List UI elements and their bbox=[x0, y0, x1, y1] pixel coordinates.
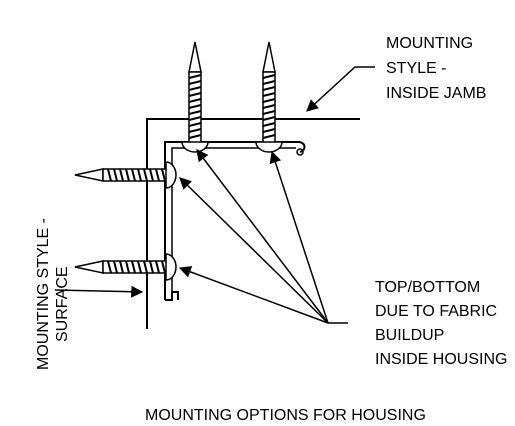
housing-bottom-lip bbox=[165, 291, 179, 301]
diagram-caption: MOUNTING OPTIONS FOR HOUSING bbox=[145, 407, 426, 424]
screw-top-right bbox=[255, 41, 283, 153]
housing-top-clip bbox=[296, 148, 304, 156]
jamb-outline bbox=[146, 118, 360, 329]
leader-inside-jamb bbox=[306, 66, 375, 112]
label-buildup: TOP/BOTTOM DUE TO FABRIC BUILDUP INSIDE … bbox=[375, 279, 507, 368]
leaders-buildup bbox=[178, 149, 348, 324]
label-inside-jamb: MOUNTING STYLE - INSIDE JAMB bbox=[386, 35, 486, 102]
screw-side-upper bbox=[74, 161, 177, 189]
screw-top-left bbox=[181, 41, 209, 153]
housing-profile-inner bbox=[171, 147, 296, 296]
housing-profile bbox=[164, 141, 306, 300]
leader-surface bbox=[54, 285, 144, 298]
screw-side-lower bbox=[74, 253, 177, 281]
label-surface: MOUNTING STYLE - SURFACE bbox=[35, 214, 71, 370]
